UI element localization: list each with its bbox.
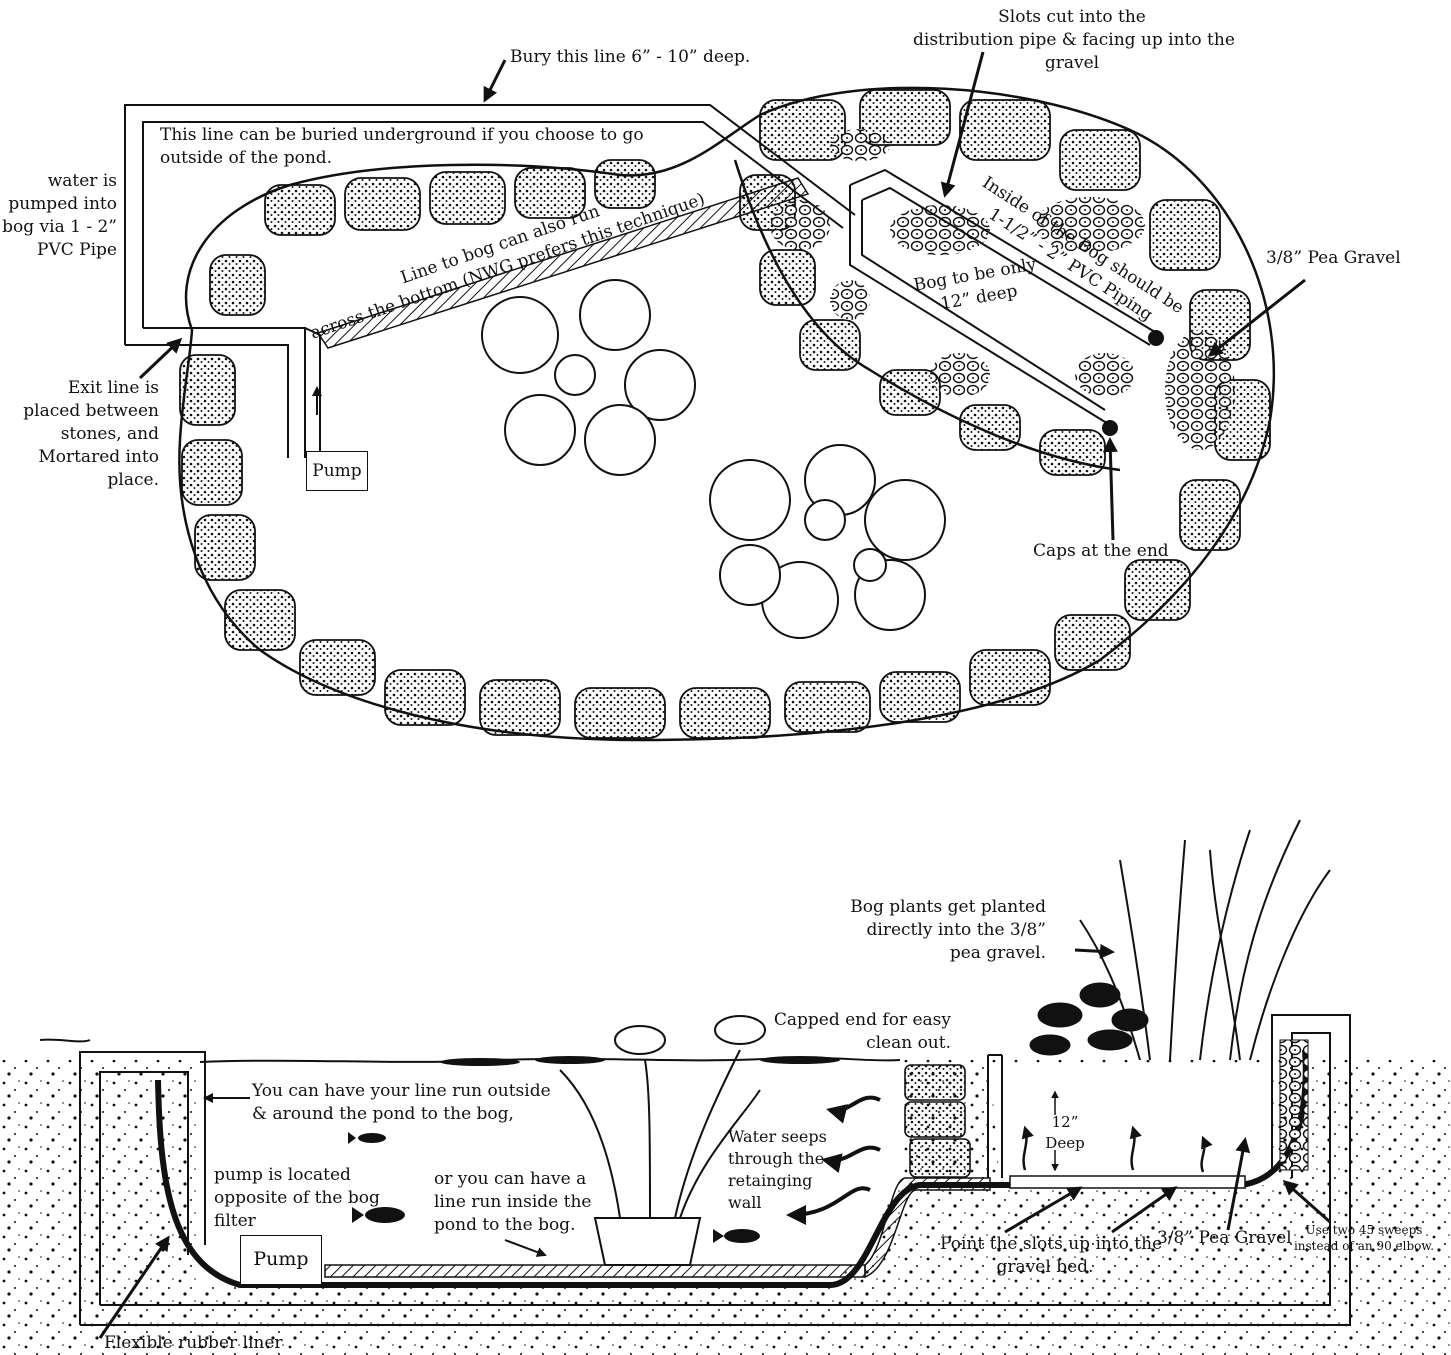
slots-cut-text-3: gravel: [913, 52, 1231, 75]
capped-end-label: Capped end for easy clean out.: [774, 1009, 951, 1055]
pond-stones: [180, 90, 1270, 738]
exit-line-text-3: stones, and: [23, 423, 159, 446]
retaining-wall: [905, 1065, 970, 1177]
line-inside-text-1: or you can have a: [434, 1168, 591, 1191]
bog-plants-label: Bog plants get planted directly into the…: [850, 896, 1046, 965]
pump-box-top: Pump: [306, 451, 368, 491]
capped-end-text-1: Capped end for easy: [774, 1009, 951, 1032]
water-seeps-text-3: retainging: [728, 1170, 827, 1192]
line-inside-text-3: pond to the bog.: [434, 1214, 591, 1237]
pipe-cap-2: [1102, 420, 1118, 436]
bog-pipe: [1010, 1176, 1245, 1188]
slots-cut-text-1: Slots cut into the: [913, 6, 1231, 29]
water-seeps-text-1: Water seeps: [728, 1126, 827, 1148]
water-pumped-text-4: PVC Pipe: [2, 239, 117, 262]
bottom-pipe-side: [325, 1265, 865, 1277]
bog-plants-text-2: directly into the 3/8”: [850, 919, 1046, 942]
capped-end-text-2: clean out.: [774, 1032, 951, 1055]
line-inside-text-2: line run inside the: [434, 1191, 591, 1214]
caps-label: Caps at the end: [1033, 540, 1169, 563]
ground-line: [40, 1040, 90, 1042]
buried-line-label: This line can be buried underground if y…: [160, 124, 644, 170]
pump-box-side: Pump: [240, 1235, 322, 1285]
line-outside-text-1: You can have your line run outside: [252, 1080, 551, 1103]
pump-located-text-1: pump is located: [214, 1164, 380, 1187]
exit-line-text-4: Mortared into: [23, 446, 159, 469]
depth-label: 12” Deep: [1040, 1112, 1090, 1154]
exit-line-text-1: Exit line is: [23, 377, 159, 400]
bog-plants-text-3: pea gravel.: [850, 942, 1046, 965]
line-outside-text-2: & around the pond to the bog,: [252, 1103, 551, 1126]
water-pumped-label: water is pumped into bog via 1 - 2” PVC …: [2, 170, 117, 262]
slots-cut-text-2: distribution pipe & facing up into the: [913, 29, 1231, 52]
liner-label: Flexible rubber liner: [104, 1332, 283, 1355]
bog-gravel-column: [1280, 1040, 1308, 1170]
buried-line-text-2: outside of the pond.: [160, 147, 644, 170]
pump-located-text-3: filter: [214, 1210, 380, 1233]
sweeps-text-2: instead of an 90 elbow.: [1290, 1238, 1438, 1254]
line-outside-label: You can have your line run outside & aro…: [252, 1080, 551, 1126]
exit-line-text-2: placed between: [23, 400, 159, 423]
sweeps-label: Use two 45 sweeps instead of an 90 elbow…: [1290, 1222, 1438, 1254]
exit-line-text-5: place.: [23, 469, 159, 492]
sweeps-text-1: Use two 45 sweeps: [1290, 1222, 1438, 1238]
line-inside-label: or you can have a line run inside the po…: [434, 1168, 591, 1237]
bog-plants-text-1: Bog plants get planted: [850, 896, 1046, 919]
bog-leaves: [1030, 983, 1148, 1055]
buried-line-text-1: This line can be buried underground if y…: [160, 124, 644, 147]
side-view: [0, 820, 1451, 1355]
depth-text-2: Deep: [1040, 1133, 1090, 1154]
water-seeps-text-4: wall: [728, 1192, 827, 1214]
bog-cutout: [990, 1065, 1270, 1185]
pump-located-text-2: opposite of the bog: [214, 1187, 380, 1210]
slots-cut-label: Slots cut into the distribution pipe & f…: [913, 6, 1231, 75]
point-slots-label: Point the slots up into the gravel bed.: [940, 1233, 1150, 1279]
pea-gravel-label-top: 3/8” Pea Gravel: [1266, 247, 1401, 270]
depth-text-1: 12”: [1040, 1112, 1090, 1133]
water-pumped-text-2: pumped into: [2, 193, 117, 216]
lily-pads-1: [482, 280, 695, 475]
bury-line-label: Bury this line 6” - 10” deep.: [510, 46, 750, 69]
water-seeps-label: Water seeps through the retainging wall: [728, 1126, 827, 1214]
exit-line-label: Exit line is placed between stones, and …: [23, 377, 159, 492]
water-pumped-text-3: bog via 1 - 2”: [2, 216, 117, 239]
point-slots-text-2: gravel bed.: [940, 1256, 1150, 1279]
pump-located-label: pump is located opposite of the bog filt…: [214, 1164, 380, 1233]
lily-pads-2: [710, 445, 945, 638]
point-slots-text-1: Point the slots up into the: [940, 1233, 1150, 1256]
water-pumped-text-1: water is: [2, 170, 117, 193]
water-seeps-text-2: through the: [728, 1148, 827, 1170]
pea-gravel-label-side: 3/8” Pea Gravel: [1157, 1227, 1292, 1250]
